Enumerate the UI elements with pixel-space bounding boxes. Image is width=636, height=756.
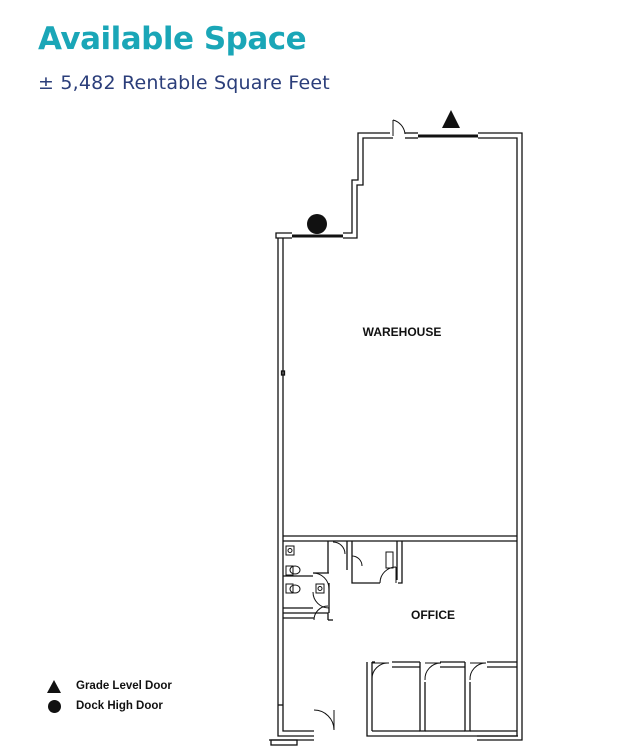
- page-subtitle: ± 5,482 Rentable Square Feet: [38, 72, 330, 94]
- legend: Grade Level Door Dock High Door: [46, 676, 172, 716]
- legend-label: Grade Level Door: [76, 680, 172, 692]
- dock-high-door-icon: [307, 214, 327, 234]
- grade-level-door-icon: [442, 110, 460, 128]
- page-title: Available Space: [38, 21, 307, 57]
- floor-plan-walls: [269, 132, 523, 746]
- door-swings: [312, 119, 487, 731]
- restroom-fixtures: [285, 545, 394, 594]
- legend-item-grade-level-door: Grade Level Door: [46, 676, 172, 696]
- circle-icon: [46, 698, 62, 714]
- legend-label: Dock High Door: [76, 700, 163, 712]
- room-label-warehouse: WAREHOUSE: [363, 325, 442, 339]
- door-openings: [292, 134, 478, 238]
- triangle-icon: [46, 678, 62, 694]
- legend-item-dock-high-door: Dock High Door: [46, 696, 172, 716]
- room-label-office: OFFICE: [411, 608, 455, 622]
